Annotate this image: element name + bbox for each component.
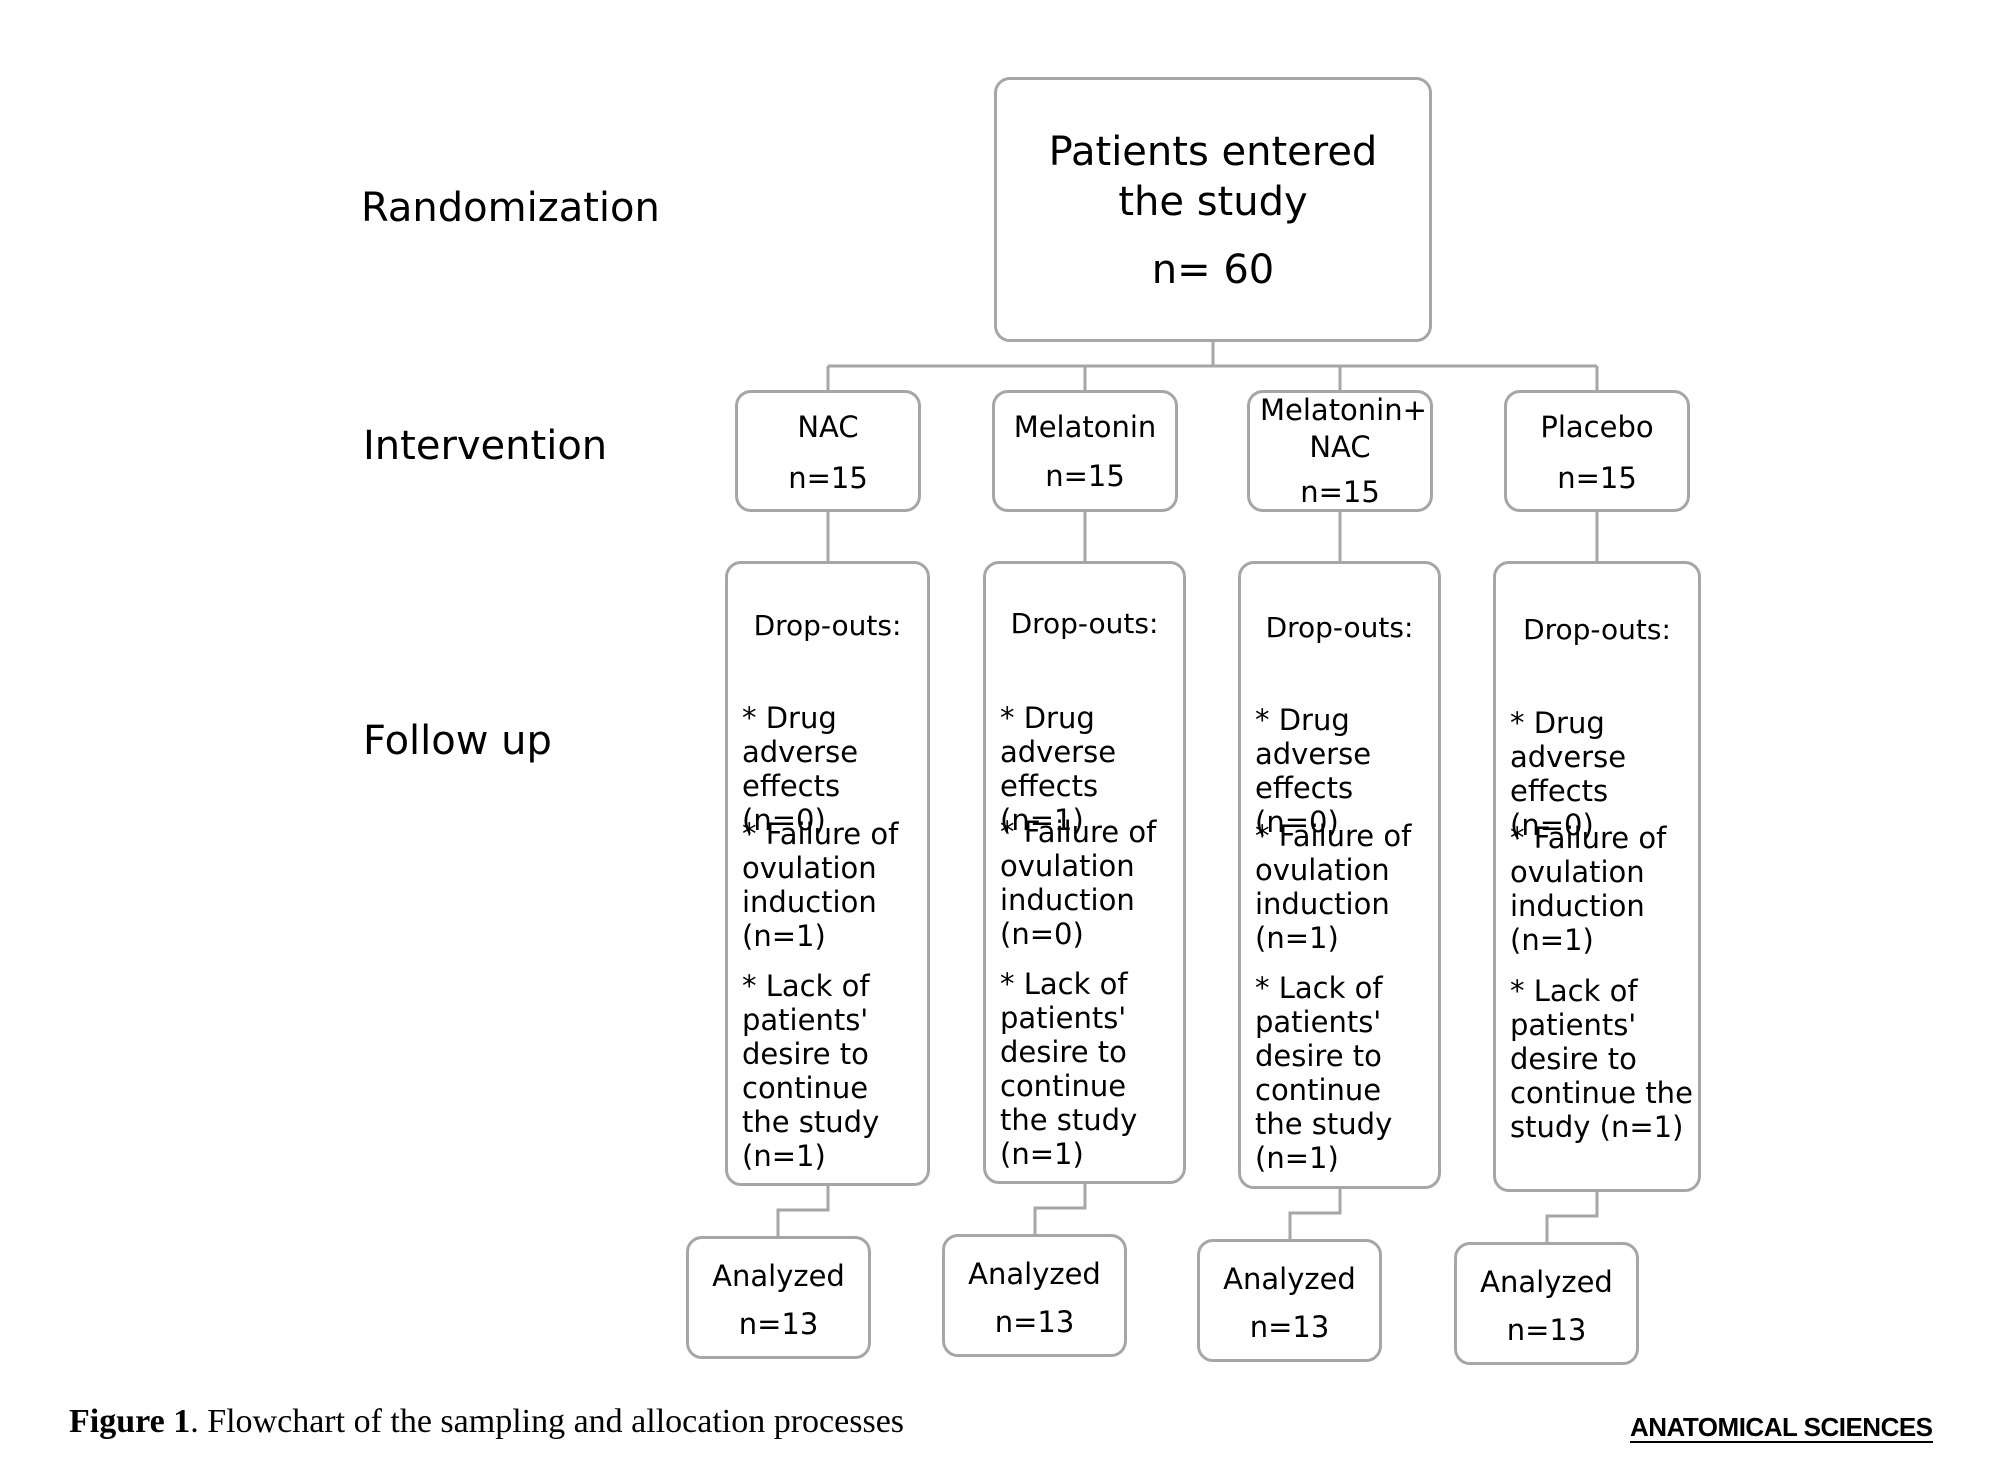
- group-count: n=15: [1300, 475, 1380, 509]
- dropouts-box-placebo: Drop-outs: * Drug adverse effects (n=0) …: [1493, 561, 1701, 1192]
- root-box: Patients entered the study n= 60: [994, 77, 1432, 342]
- analyzed-label: Analyzed: [1480, 1265, 1613, 1299]
- figure-caption-text: . Flowchart of the sampling and allocati…: [190, 1403, 905, 1440]
- stage-label-follow-up: Follow up: [363, 718, 552, 764]
- group-name: Placebo: [1540, 410, 1654, 444]
- group-box-melatonin-nac: Melatonin+ NAC n=15: [1247, 390, 1433, 512]
- analyzed-count: n=13: [1506, 1313, 1587, 1347]
- dropout-item-lack-of-desire: * Lack of patients' desire to continue t…: [1510, 974, 1693, 1144]
- analyzed-label: Analyzed: [712, 1259, 845, 1293]
- dropouts-box-melatonin: Drop-outs: * Drug adverse effects (n=1) …: [983, 561, 1186, 1184]
- group-count: n=15: [1557, 461, 1637, 495]
- analyzed-count: n=13: [1249, 1310, 1330, 1344]
- analyzed-label: Analyzed: [1223, 1262, 1356, 1296]
- dropout-item-ovulation-failure: * Failure of ovulation induction (n=1): [1510, 821, 1667, 957]
- group-box-placebo: Placebo n=15: [1504, 390, 1690, 512]
- dropout-item-ovulation-failure: * Failure of ovulation induction (n=1): [742, 817, 899, 953]
- analyzed-box-nac: Analyzed n=13: [686, 1236, 871, 1359]
- figure-caption-label: Figure 1: [69, 1403, 191, 1440]
- dropout-item-adverse-effects: * Drug adverse effects (n=1): [1000, 701, 1117, 837]
- stage-label-randomization: Randomization: [361, 185, 660, 231]
- dropouts-title: Drop-outs:: [753, 609, 902, 642]
- figure-caption: Figure 1. Flowchart of the sampling and …: [69, 1403, 904, 1441]
- root-count: n= 60: [1151, 247, 1275, 293]
- root-title: Patients entered the study: [1048, 129, 1378, 225]
- publisher-logo: ANATOMICAL SCIENCES: [1630, 1412, 1933, 1443]
- analyzed-box-melatonin: Analyzed n=13: [942, 1234, 1127, 1357]
- analyzed-count: n=13: [994, 1305, 1075, 1339]
- group-name: Melatonin+ NAC: [1260, 393, 1427, 464]
- group-box-melatonin: Melatonin n=15: [992, 390, 1178, 512]
- group-count: n=15: [1045, 459, 1125, 493]
- dropout-item-lack-of-desire: * Lack of patients' desire to continue t…: [1255, 971, 1393, 1175]
- dropout-item-ovulation-failure: * Failure of ovulation induction (n=1): [1255, 819, 1412, 955]
- dropout-item-adverse-effects: * Drug adverse effects (n=0): [1510, 706, 1627, 842]
- group-box-nac: NAC n=15: [735, 390, 921, 512]
- dropout-item-lack-of-desire: * Lack of patients' desire to continue t…: [742, 969, 880, 1173]
- group-name: NAC: [797, 410, 859, 444]
- dropout-item-adverse-effects: * Drug adverse effects (n=0): [1255, 703, 1372, 839]
- dropouts-title: Drop-outs:: [1265, 611, 1414, 644]
- analyzed-count: n=13: [738, 1307, 819, 1341]
- dropouts-box-melatonin-nac: Drop-outs: * Drug adverse effects (n=0) …: [1238, 561, 1441, 1189]
- connector-combo-analyzed: [1288, 1189, 1342, 1239]
- dropouts-title: Drop-outs:: [1010, 607, 1159, 640]
- connector-placebo-analyzed: [1545, 1192, 1599, 1242]
- dropout-item-lack-of-desire: * Lack of patients' desire to continue t…: [1000, 967, 1138, 1171]
- analyzed-label: Analyzed: [968, 1257, 1101, 1291]
- dropout-item-ovulation-failure: * Failure of ovulation induction (n=0): [1000, 815, 1157, 951]
- group-name: Melatonin: [1013, 410, 1157, 444]
- analyzed-box-melatonin-nac: Analyzed n=13: [1197, 1239, 1382, 1362]
- connector-melatonin-analyzed: [1033, 1184, 1087, 1234]
- analyzed-box-placebo: Analyzed n=13: [1454, 1242, 1639, 1365]
- dropouts-box-nac: Drop-outs: * Drug adverse effects (n=0) …: [725, 561, 930, 1186]
- group-count: n=15: [788, 461, 868, 495]
- dropout-item-adverse-effects: * Drug adverse effects (n=0): [742, 701, 859, 837]
- connector-nac-analyzed: [776, 1186, 830, 1236]
- dropouts-title: Drop-outs:: [1523, 613, 1671, 646]
- stage-label-intervention: Intervention: [363, 423, 608, 469]
